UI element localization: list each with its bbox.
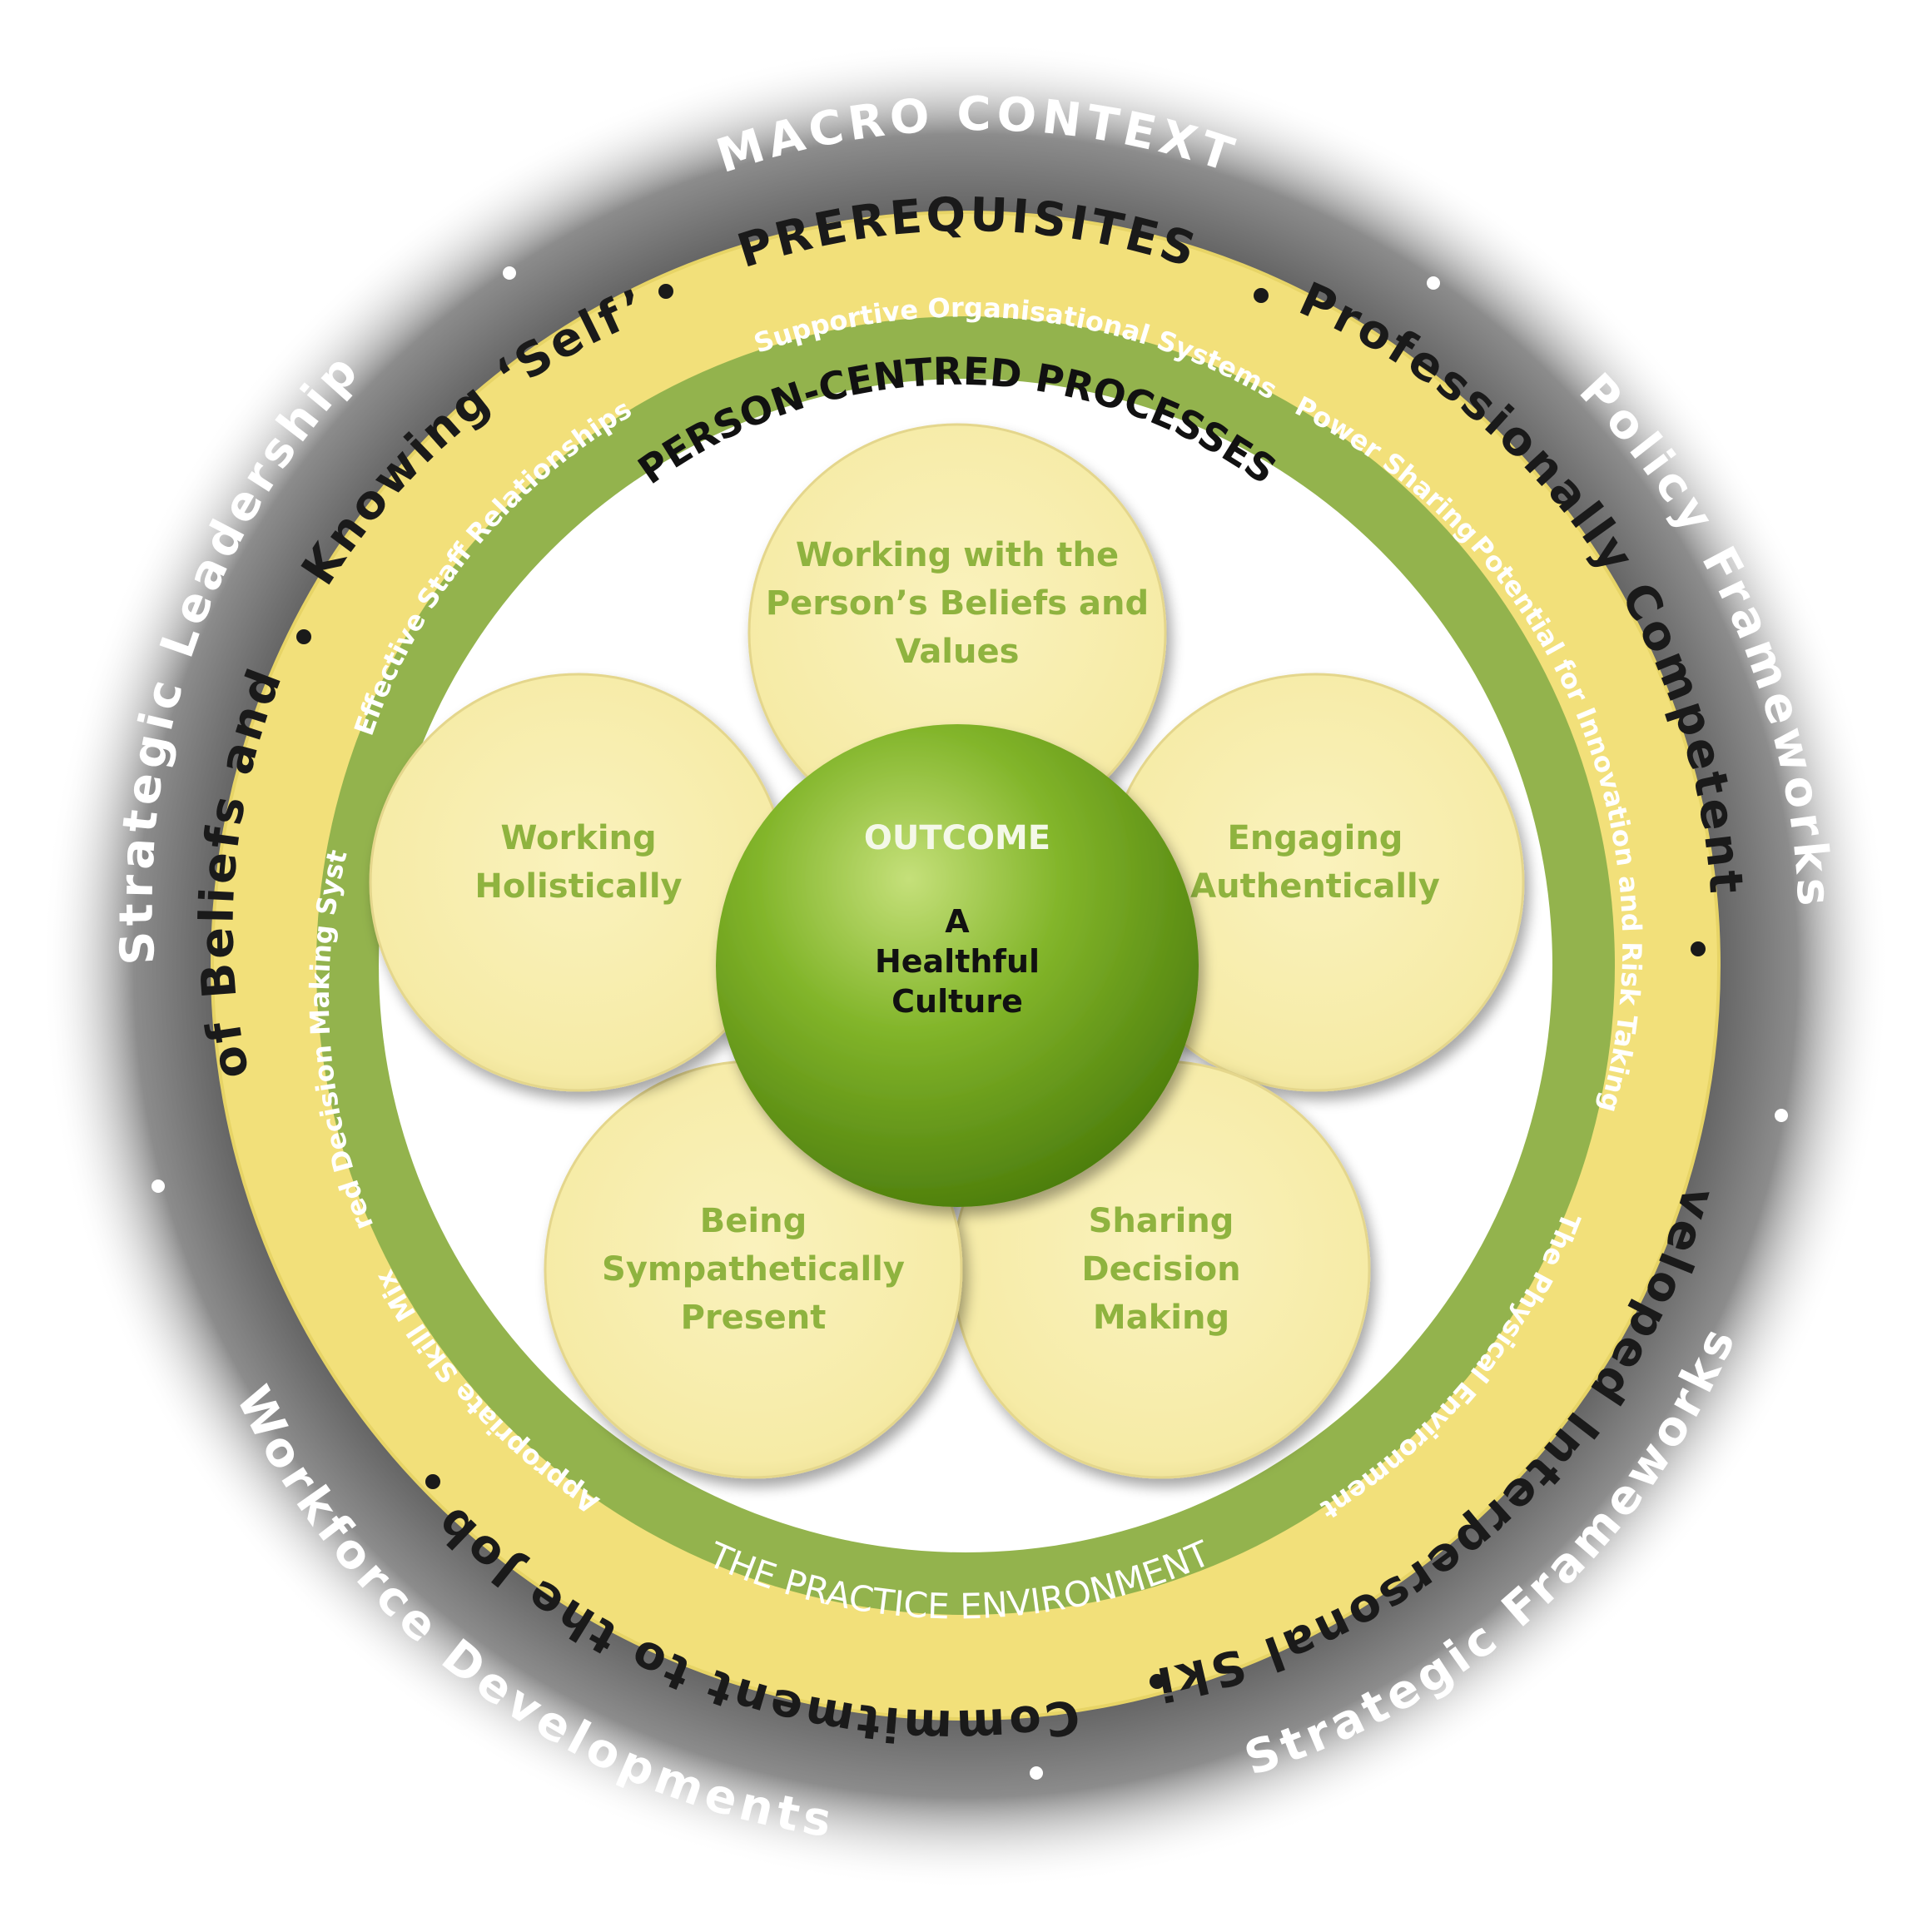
petal-label-line: Making	[1093, 1299, 1229, 1337]
petal-label-line: Engaging	[1228, 819, 1403, 857]
outcome-line-3: Culture	[891, 983, 1023, 1020]
outcome-line-1: A	[945, 903, 970, 940]
outcome-sphere	[716, 724, 1199, 1207]
outcome-line-2: Healthful	[875, 943, 1040, 980]
macro-separator-dot	[151, 1180, 165, 1193]
prereq-separator-dot	[296, 629, 311, 644]
petal-label-line: Sharing	[1089, 1202, 1234, 1240]
petal-label-line: Holistically	[474, 867, 682, 906]
petal-label-line: Present	[681, 1299, 827, 1337]
macro-separator-dot	[1030, 1766, 1043, 1780]
petal-label-line: Sympathetically	[602, 1250, 905, 1289]
macro-separator-dot	[503, 266, 516, 280]
prereq-separator-dot	[1254, 288, 1269, 303]
prereq-separator-dot	[1150, 1674, 1165, 1689]
petal-label-line: Decision	[1081, 1250, 1240, 1289]
petal-label-line: Working	[500, 819, 656, 857]
outcome-title: OUTCOME	[864, 819, 1050, 857]
prereq-separator-dot	[658, 284, 673, 299]
outcome-ball: OUTCOME A Healthful Culture	[716, 724, 1199, 1207]
prereq-separator-dot	[1691, 941, 1706, 956]
macro-separator-dot	[1427, 276, 1440, 290]
petal-label-line: Values	[896, 633, 1020, 671]
petal-label-line: Working with the	[796, 536, 1119, 574]
petal-label-line: Authentically	[1190, 867, 1440, 906]
petal-label-line: Being	[700, 1202, 807, 1240]
macro-separator-dot	[1775, 1109, 1788, 1122]
petal-label-line: Person’s Beliefs and	[766, 584, 1149, 623]
prereq-separator-dot	[425, 1474, 440, 1489]
